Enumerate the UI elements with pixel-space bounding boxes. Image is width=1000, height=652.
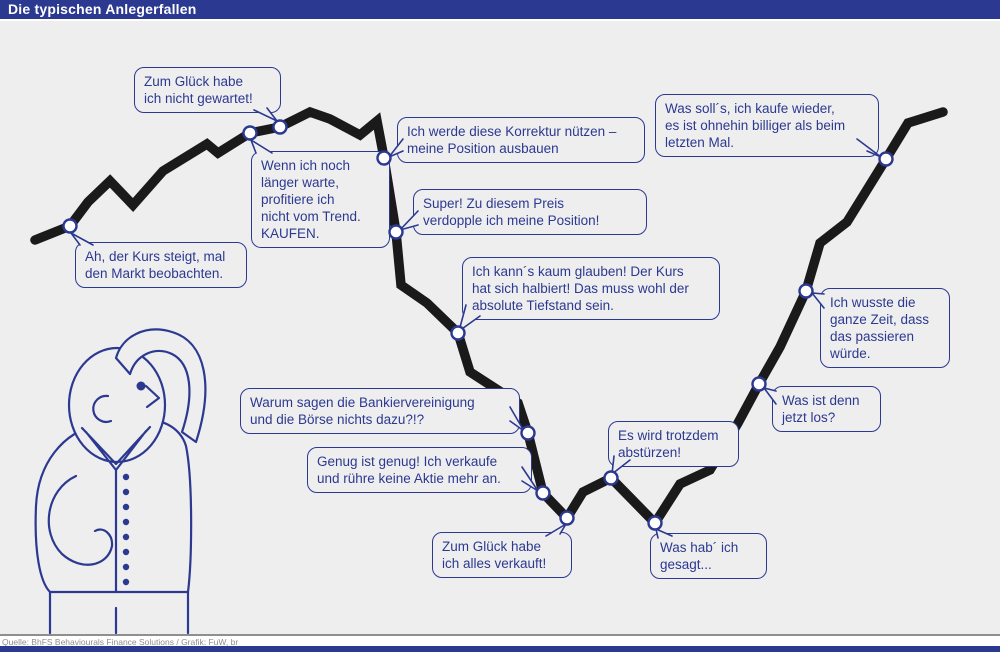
speech-bubble: Genug ist genug! Ich verkaufe und rühre … — [307, 447, 532, 493]
speech-bubble: Es wird trotzdem abstürzen! — [608, 421, 739, 467]
source-credit: Quelle: BhFS Behaviourals Finance Soluti… — [2, 637, 239, 647]
speech-bubble: Was ist denn jetzt los? — [772, 386, 881, 432]
footer-divider — [0, 634, 1000, 636]
speech-bubble: Ich wusste die ganze Zeit, dass das pass… — [820, 288, 950, 368]
speech-bubble: Zum Glück habe ich alles verkauft! — [432, 532, 572, 578]
header-bar: Die typischen Anlegerfallen — [0, 0, 1000, 19]
speech-bubble: Super! Zu diesem Preis verdopple ich mei… — [413, 189, 647, 235]
speech-bubble: Was hab´ ich gesagt... — [650, 533, 767, 579]
speech-bubble: Ah, der Kurs steigt, mal den Markt beoba… — [75, 242, 247, 288]
speech-bubble: Wenn ich noch länger warte, profitiere i… — [251, 151, 390, 248]
page-title: Die typischen Anlegerfallen — [8, 1, 197, 17]
bottom-accent-bar — [0, 646, 1000, 652]
speech-bubble: Zum Glück habe ich nicht gewartet! — [134, 67, 281, 113]
speech-bubble: Ich kann´s kaum glauben! Der Kurs hat si… — [462, 257, 720, 320]
speech-bubble: Warum sagen die Bankiervereinigung und d… — [240, 388, 520, 434]
speech-bubble: Was soll´s, ich kaufe wieder, es ist ohn… — [655, 94, 879, 157]
speech-bubble: Ich werde diese Korrektur nützen – meine… — [397, 117, 645, 163]
